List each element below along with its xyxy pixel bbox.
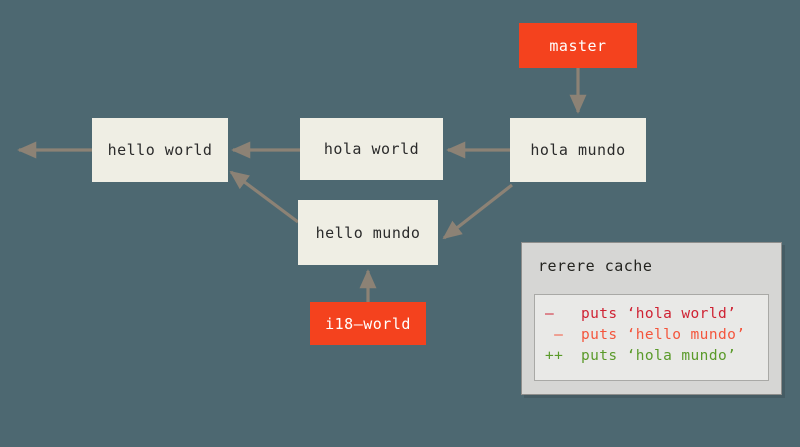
- diff-text: puts ‘hola mundo’: [581, 348, 737, 364]
- rerere-diff-box: – puts ‘hola world’ – puts ‘hello mundo’…: [534, 294, 769, 381]
- rerere-cache-title: rerere cache: [538, 257, 653, 275]
- diff-marker: ++: [545, 348, 564, 364]
- branch-ref-master[interactable]: master: [519, 23, 637, 68]
- commit-node-hello-world[interactable]: hello world: [92, 118, 228, 182]
- diff-text: puts ‘hello mundo’: [581, 327, 746, 343]
- edge-hello-mundo-to-hello-world: [229, 170, 299, 224]
- commit-node-hola-world[interactable]: hola world: [300, 118, 443, 180]
- diff-line: – puts ‘hola world’: [535, 304, 768, 325]
- commit-label: hello world: [107, 141, 213, 159]
- commit-label: hola mundo: [530, 141, 626, 159]
- branch-label: master: [549, 36, 607, 55]
- edge-hola-mundo-to-hello-mundo: [442, 183, 513, 240]
- branch-ref-i18-world[interactable]: i18–world: [310, 302, 426, 345]
- diff-marker: –: [545, 327, 564, 343]
- diff-marker: –: [545, 306, 555, 322]
- commit-node-hola-mundo[interactable]: hola mundo: [510, 118, 646, 182]
- diff-text: puts ‘hola world’: [581, 306, 737, 322]
- rerere-cache-panel: rerere cache – puts ‘hola world’ – puts …: [521, 242, 782, 395]
- commit-label: hola world: [323, 140, 420, 158]
- diff-line: ++ puts ‘hola mundo’: [535, 346, 768, 367]
- branch-label: i18–world: [325, 314, 411, 333]
- commit-node-hello-mundo[interactable]: hello mundo: [298, 200, 438, 265]
- commit-label: hello mundo: [315, 223, 421, 242]
- diff-line: – puts ‘hello mundo’: [535, 325, 768, 346]
